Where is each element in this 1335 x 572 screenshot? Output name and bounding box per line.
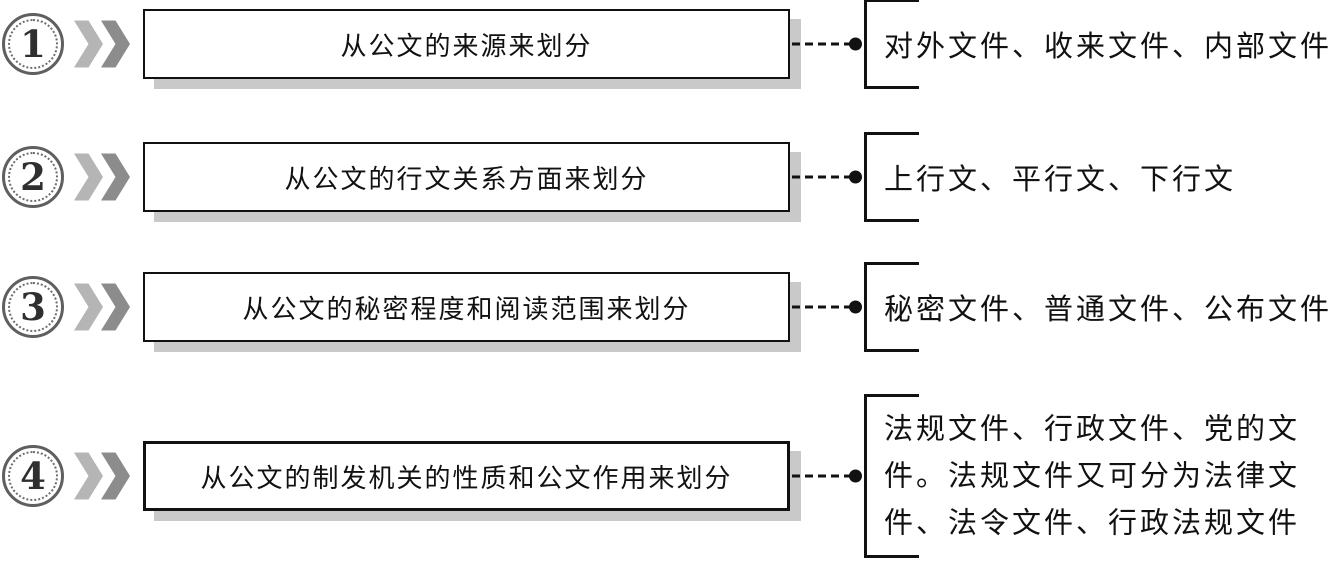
diagram-row: 4 从公文的制发机关的性质和公文作用来划分 法规文件、行政文件、党的文件。法规文… — [0, 394, 1335, 558]
step-badge: 2 — [2, 146, 64, 208]
step-number: 2 — [20, 154, 46, 199]
dotted-ring-decoration — [8, 451, 58, 501]
bracket-bottom-arm — [864, 555, 919, 558]
bracket-vertical-line — [864, 0, 867, 89]
chevron-right-icon — [101, 20, 130, 68]
step-badge: 1 — [2, 13, 64, 75]
chevron-right-icon — [101, 283, 130, 331]
result-text: 上行文、平行文、下行文 — [884, 162, 1237, 196]
category-box-label: 从公文的行文关系方面来划分 — [284, 164, 649, 195]
result-text: 对外文件、收来文件、内部文件 — [884, 29, 1333, 63]
dashed-connector-line — [792, 474, 850, 478]
step-badge: 4 — [2, 445, 64, 507]
bracket-bottom-arm — [864, 219, 919, 222]
category-box-label: 从公文的制发机关的性质和公文作用来划分 — [200, 463, 733, 494]
diagram-row: 1 从公文的来源来划分 对外文件、收来文件、内部文件 — [0, 0, 1335, 89]
result-text: 秘密文件、普通文件、公布文件 — [884, 292, 1333, 326]
diagram-row: 3 从公文的秘密程度和阅读范围来划分 秘密文件、普通文件、公布文件 — [0, 262, 1335, 352]
chevron-right-icon — [101, 153, 130, 201]
step-number: 1 — [20, 21, 46, 66]
bracket-vertical-line — [864, 394, 867, 558]
connector-dot — [849, 469, 862, 483]
bracket-bottom-arm — [864, 86, 919, 89]
bracket-top-arm — [864, 132, 919, 135]
step-badge: 3 — [2, 276, 64, 338]
category-box: 从公文的行文关系方面来划分 — [143, 142, 790, 212]
dashed-connector-line — [792, 305, 850, 309]
category-box: 从公文的秘密程度和阅读范围来划分 — [143, 272, 790, 342]
category-box: 从公文的制发机关的性质和公文作用来划分 — [143, 441, 790, 511]
category-box-label: 从公文的秘密程度和阅读范围来划分 — [242, 294, 691, 325]
chevron-right-icon — [74, 153, 103, 201]
bracket-vertical-line — [864, 262, 867, 352]
bracket-vertical-line — [864, 132, 867, 222]
dashed-connector-line — [792, 42, 850, 46]
connector-dot — [849, 170, 862, 184]
chevron-right-icon — [101, 452, 130, 500]
connector-dot — [849, 37, 862, 51]
chevron-right-icon — [74, 452, 103, 500]
dashed-connector-line — [792, 175, 850, 179]
bracket-top-arm — [864, 0, 919, 2]
dotted-ring-decoration — [8, 19, 58, 69]
step-number: 4 — [20, 453, 46, 498]
diagram-row: 2 从公文的行文关系方面来划分 上行文、平行文、下行文 — [0, 132, 1335, 222]
bracket-bottom-arm — [864, 349, 919, 352]
chevron-right-icon — [74, 20, 103, 68]
chevron-right-icon — [74, 283, 103, 331]
category-box: 从公文的来源来划分 — [143, 9, 790, 79]
category-box-label: 从公文的来源来划分 — [340, 31, 593, 62]
bracket-top-arm — [864, 394, 919, 397]
bracket-top-arm — [864, 262, 919, 265]
dotted-ring-decoration — [8, 152, 58, 202]
connector-dot — [849, 300, 862, 314]
dotted-ring-decoration — [8, 282, 58, 332]
step-number: 3 — [20, 284, 46, 329]
result-text: 法规文件、行政文件、党的文件。法规文件又可分为法律文件、法令文件、行政法规文件 — [884, 411, 1301, 540]
